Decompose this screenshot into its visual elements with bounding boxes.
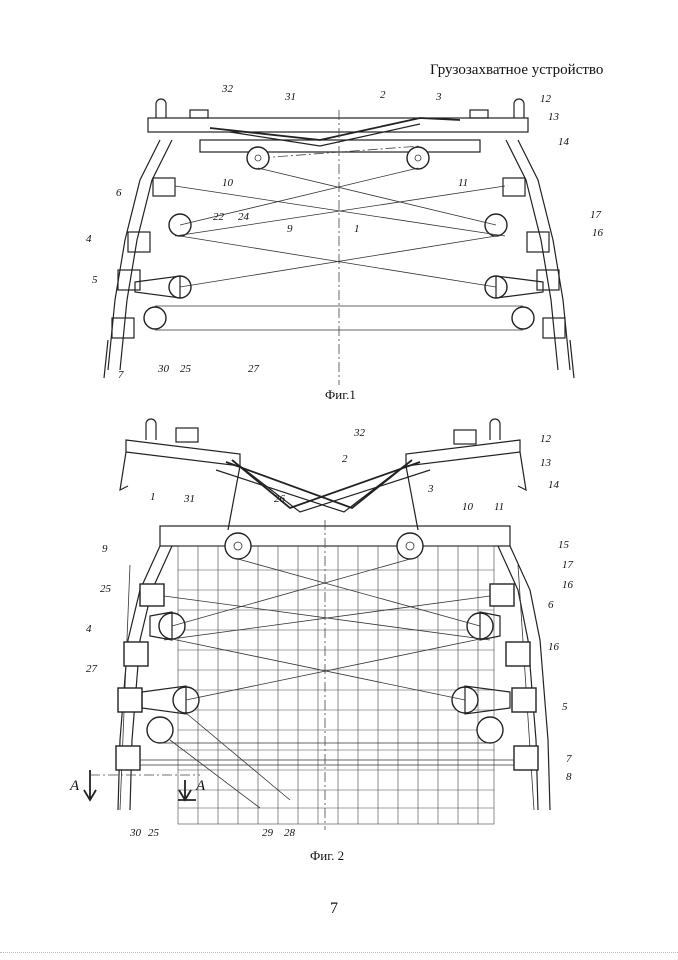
upper-arm-left [125,439,241,467]
label: 25 [100,583,112,595]
label: 17 [590,209,602,221]
label: 31 [183,493,195,505]
label: 29 [262,827,274,839]
figure-2-drawing: A A 32 12 13 2 3 14 1 31 26 10 11 15 9 1… [69,418,574,839]
page-number: 7 [330,900,338,917]
label: 27 [248,363,260,375]
pulley [246,146,270,170]
label: 31 [284,91,296,103]
label: 30 [129,827,142,839]
label: 17 [562,559,574,571]
label: 32 [353,427,366,439]
bottom-divider [0,952,678,953]
figure-1-caption: Фиг.1 [325,387,356,402]
bar-2 [209,117,461,141]
hook-right [489,418,501,440]
cable [171,558,481,627]
label: 3 [435,91,442,103]
label: 1 [150,491,156,503]
label: 24 [238,211,250,223]
block-right [469,109,489,119]
label: 12 [540,93,552,105]
label: 11 [494,501,504,513]
pulley [396,532,424,560]
label: 5 [92,274,98,286]
document-title: Грузозахватное устройство [430,62,604,78]
label: 2 [380,89,386,101]
label: 27 [86,663,98,675]
label: 26 [274,493,286,505]
cable [257,167,497,226]
label: 9 [287,223,293,235]
section-arrow-left [83,770,97,802]
label: 32 [221,83,234,95]
label: 15 [558,539,570,551]
pulley [406,146,430,170]
label: 25 [180,363,192,375]
label: 9 [102,543,108,555]
label: 12 [540,433,552,445]
label: 3 [427,483,434,495]
label: 16 [548,641,560,653]
section-label: A [195,778,206,794]
label: 2 [342,453,348,465]
pulley [224,532,252,560]
label: 16 [592,227,604,239]
block-left [189,109,209,119]
label: 6 [548,599,554,611]
section-label: A [69,778,80,794]
label: 13 [540,457,552,469]
label: 13 [548,111,560,123]
figure-2-caption: Фиг. 2 [310,848,345,863]
label: 8 [566,771,572,783]
label: 10 [222,177,234,189]
label: 7 [118,369,124,381]
top-beam [147,117,529,133]
bar-2-x [231,459,421,510]
label: 4 [86,623,92,635]
label: 11 [458,177,468,189]
label: 7 [566,753,572,765]
label: 6 [116,187,122,199]
label: 5 [562,701,568,713]
label: 30 [157,363,170,375]
figure-1-drawing: 32 31 2 3 12 13 14 10 11 6 22 24 9 1 17 … [86,83,604,385]
left-frame [107,139,161,371]
hook-right [513,98,525,118]
label: 28 [284,827,296,839]
hook-left [155,98,167,118]
lower-beam [159,525,511,547]
label: 22 [213,211,225,223]
label: 16 [562,579,574,591]
section-arrow-right [178,780,196,802]
brick-load [177,545,495,825]
label: 25 [148,827,160,839]
label: 14 [548,479,560,491]
right-frame [509,545,551,811]
hook-left [145,418,157,440]
label: 4 [86,233,92,245]
label: 10 [462,501,474,513]
label: 14 [558,136,570,148]
label: 1 [354,223,360,235]
